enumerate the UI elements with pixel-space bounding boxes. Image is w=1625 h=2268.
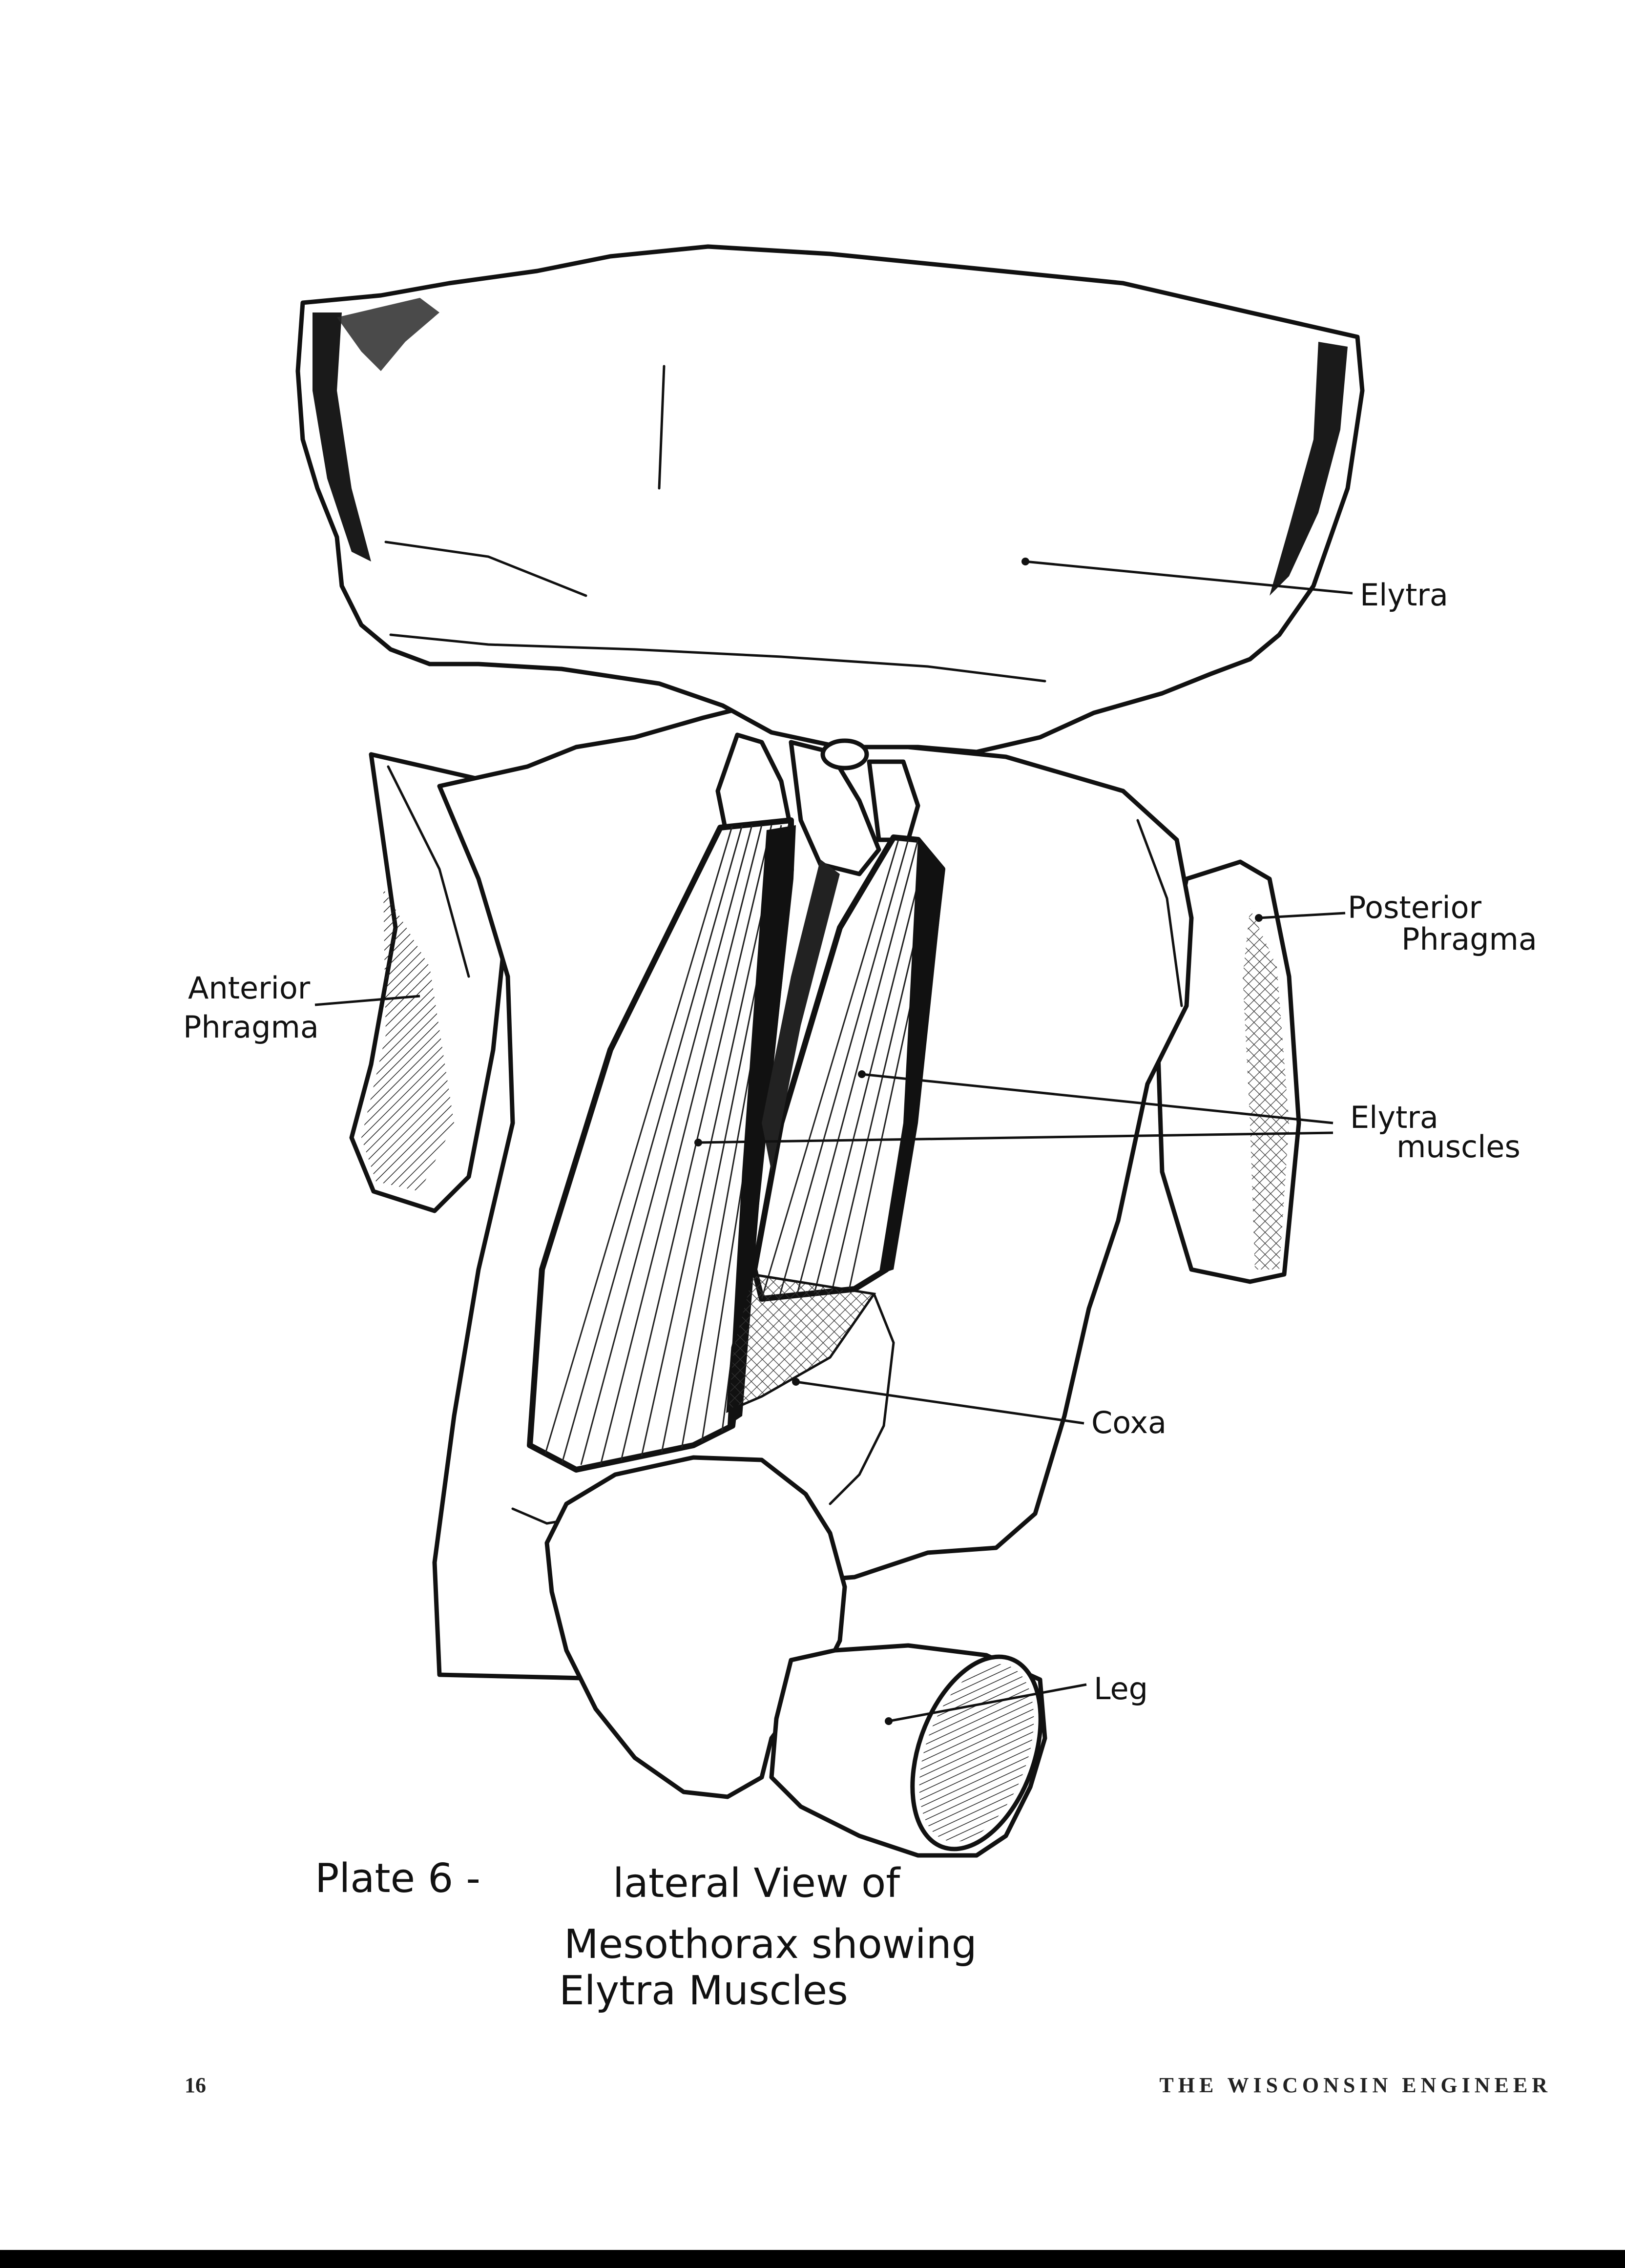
- leg-segment: [544, 1455, 1047, 1858]
- label-anterior-phragma-line2: Phragma: [183, 1009, 319, 1045]
- caption-line1: lateral View of: [613, 1860, 901, 1907]
- elytra-muscle-small: [751, 834, 945, 1302]
- coxa: [726, 1273, 895, 1505]
- caption-line2: Mesothorax showing: [564, 1921, 977, 1968]
- label-elytra-muscles-line2: muscles: [1396, 1129, 1521, 1165]
- label-posterior-phragma-line1: Posterior: [1348, 890, 1482, 925]
- label-leg: Leg: [1094, 1671, 1148, 1706]
- label-coxa: Coxa: [1091, 1405, 1167, 1440]
- page-number: 16: [185, 2073, 206, 2097]
- elytra-muscle-large: [527, 817, 796, 1473]
- label-elytra-muscles-line1: Elytra: [1350, 1100, 1438, 1135]
- label-posterior-phragma-line2: Phragma: [1401, 921, 1537, 957]
- journal-title: THE WISCONSIN ENGINEER: [1159, 2073, 1552, 2097]
- caption: Plate 6 - lateral View of Mesothorax sho…: [315, 1855, 977, 2014]
- caption-line3: Elytra Muscles: [559, 1968, 848, 2014]
- elytra: [295, 244, 1365, 754]
- caption-plate: Plate 6 -: [315, 1855, 480, 1902]
- label-elytra: Elytra: [1360, 577, 1448, 613]
- posterior-phragma: [1155, 859, 1301, 1284]
- leader-lines: [314, 558, 1353, 1725]
- anterior-phragma: [349, 752, 510, 1213]
- label-anterior-phragma-line1: Anterior: [188, 970, 311, 1006]
- bottom-border: [0, 2250, 1625, 2268]
- labels: Elytra Posterior Phragma Anterior Phragm…: [183, 577, 1537, 1706]
